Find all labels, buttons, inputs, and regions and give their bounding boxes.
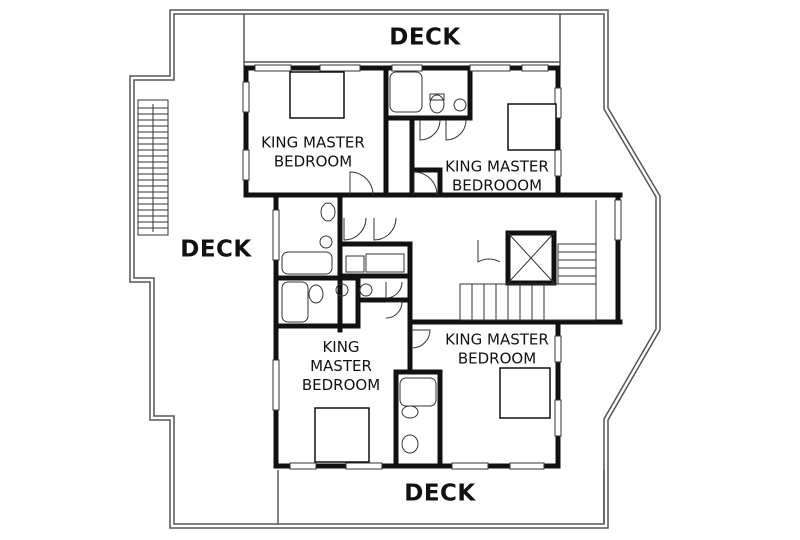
room-label-line: KING MASTER [261, 133, 365, 152]
room-label-line: BEDROOM [273, 152, 353, 170]
room-label-se-bedroom: KING MASTER BEDROOM [445, 330, 549, 368]
room-label-line: BEDROOOM [451, 176, 543, 194]
doors [343, 119, 501, 349]
walls [243, 65, 623, 469]
deck-bottom-label: DECK [404, 480, 476, 507]
fixtures [281, 71, 467, 454]
room-label-line: MASTER [310, 356, 372, 375]
room-label-line: KING [322, 337, 360, 356]
deck-outline [129, 9, 661, 529]
room-label-line: BEDROOM [457, 349, 537, 367]
interior-stair [459, 200, 597, 321]
beds [289, 71, 557, 463]
room-label-line: BEDROOM [301, 375, 381, 394]
room-label-line: KING MASTER [445, 157, 549, 176]
room-label-sw-bedroom: KING MASTER BEDROOM [302, 338, 380, 394]
windows [242, 64, 622, 470]
exterior-stair [137, 99, 169, 236]
room-label-nw-bedroom: KING MASTER BEDROOM [261, 133, 365, 171]
room-label-line: KING MASTER [445, 330, 549, 349]
room-label-ne-bedroom: KING MASTER BEDROOOM [445, 157, 549, 195]
deck-left-label: DECK [180, 236, 252, 263]
deck-top-label: DECK [389, 24, 461, 51]
